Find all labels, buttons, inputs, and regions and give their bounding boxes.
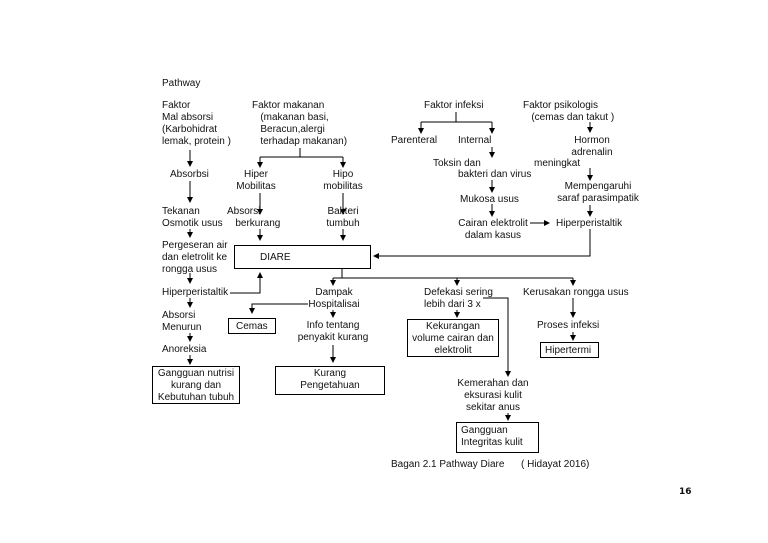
node-faktor-makanan: Faktor makanan (makanan basi, Beracun,al… <box>252 100 348 147</box>
node-toksin: Toksin dan <box>433 158 481 169</box>
node-proses-infeksi: Proses infeksi <box>537 320 600 331</box>
node-hipo-mobilitas: Hipo mobilitas <box>323 169 363 192</box>
node-bakteri-tumbuh: Bakteri tumbuh <box>326 206 360 229</box>
node-faktor-psikologis: Faktor psikologis (cemas dan takut ) <box>523 100 615 123</box>
node-absorbsi: Absorbsi <box>170 169 209 180</box>
node-kurang-pengetahuan: Kurang Pengetahuan <box>275 366 385 395</box>
node-kemerahan: Kemerahan dan eksurasi kulit sekitar anu… <box>457 378 529 413</box>
node-absorsi-berkurang: Absorsi berkurang <box>227 206 281 229</box>
figure-caption: Bagan 2.1 Pathway Diare <box>391 459 505 470</box>
node-dampak-hospitalisasi: Dampak Hospitalisai <box>308 287 360 310</box>
node-diare: DIARE <box>234 245 371 269</box>
node-tekanan-osmotik: Tekanan Osmotik usus <box>162 206 223 229</box>
node-kekurangan-volume: Kekurangan volume cairan dan elektrolit <box>407 319 499 357</box>
figure-source: ( Hidayat 2016) <box>521 459 590 470</box>
node-info-tentang: Info tentang penyakit kurang <box>297 320 369 343</box>
node-faktor-infeksi: Faktor infeksi <box>424 100 484 111</box>
node-gangguan-nutrisi: Gangguan nutrisi kurang dan Kebutuhan tu… <box>152 366 240 404</box>
node-internal: Internal <box>458 135 492 146</box>
node-mukosa-usus: Mukosa usus <box>460 194 519 205</box>
node-hipertermi: Hipertermi <box>540 342 599 358</box>
node-kerusakan-rongga: Kerusakan rongga usus <box>523 287 629 298</box>
node-faktor-mal-absorsi: Faktor Mal absorsi (Karbohidrat lemak, p… <box>162 100 231 147</box>
node-anoreksia: Anoreksia <box>162 344 207 355</box>
node-cairan-elektrolit: Cairan elektrolit dalam kasus <box>458 218 528 241</box>
node-defekasi: Defekasi sering lebih dari 3 x <box>424 287 493 310</box>
node-hiperperistaltik-left: Hiperperistaltik <box>162 287 229 298</box>
node-hormon-adrenalin: Hormon adrenalin <box>571 135 613 158</box>
node-hiperperistaltik-right: Hiperperistaltik <box>556 218 623 229</box>
node-bakteri-virus: bakteri dan virus <box>458 169 532 180</box>
node-absorsi-menurun: Absorsi Menurun <box>162 310 202 333</box>
node-hiper-mobilitas: Hiper Mobilitas <box>236 169 276 192</box>
node-cemas: Cemas <box>228 318 276 334</box>
node-parenteral: Parenteral <box>391 135 438 146</box>
node-pergeseran-air: Pergeseran air dan eletrolit ke rongga u… <box>162 240 228 275</box>
node-meningkat: meningkat <box>534 158 581 169</box>
node-gangguan-integritas: Gangguan Integritas kulit <box>456 422 539 453</box>
pathway-title: Pathway <box>162 78 201 89</box>
page-number: 16 <box>679 487 692 497</box>
node-mempengaruhi: Mempengaruhi saraf parasimpatik <box>557 181 639 204</box>
